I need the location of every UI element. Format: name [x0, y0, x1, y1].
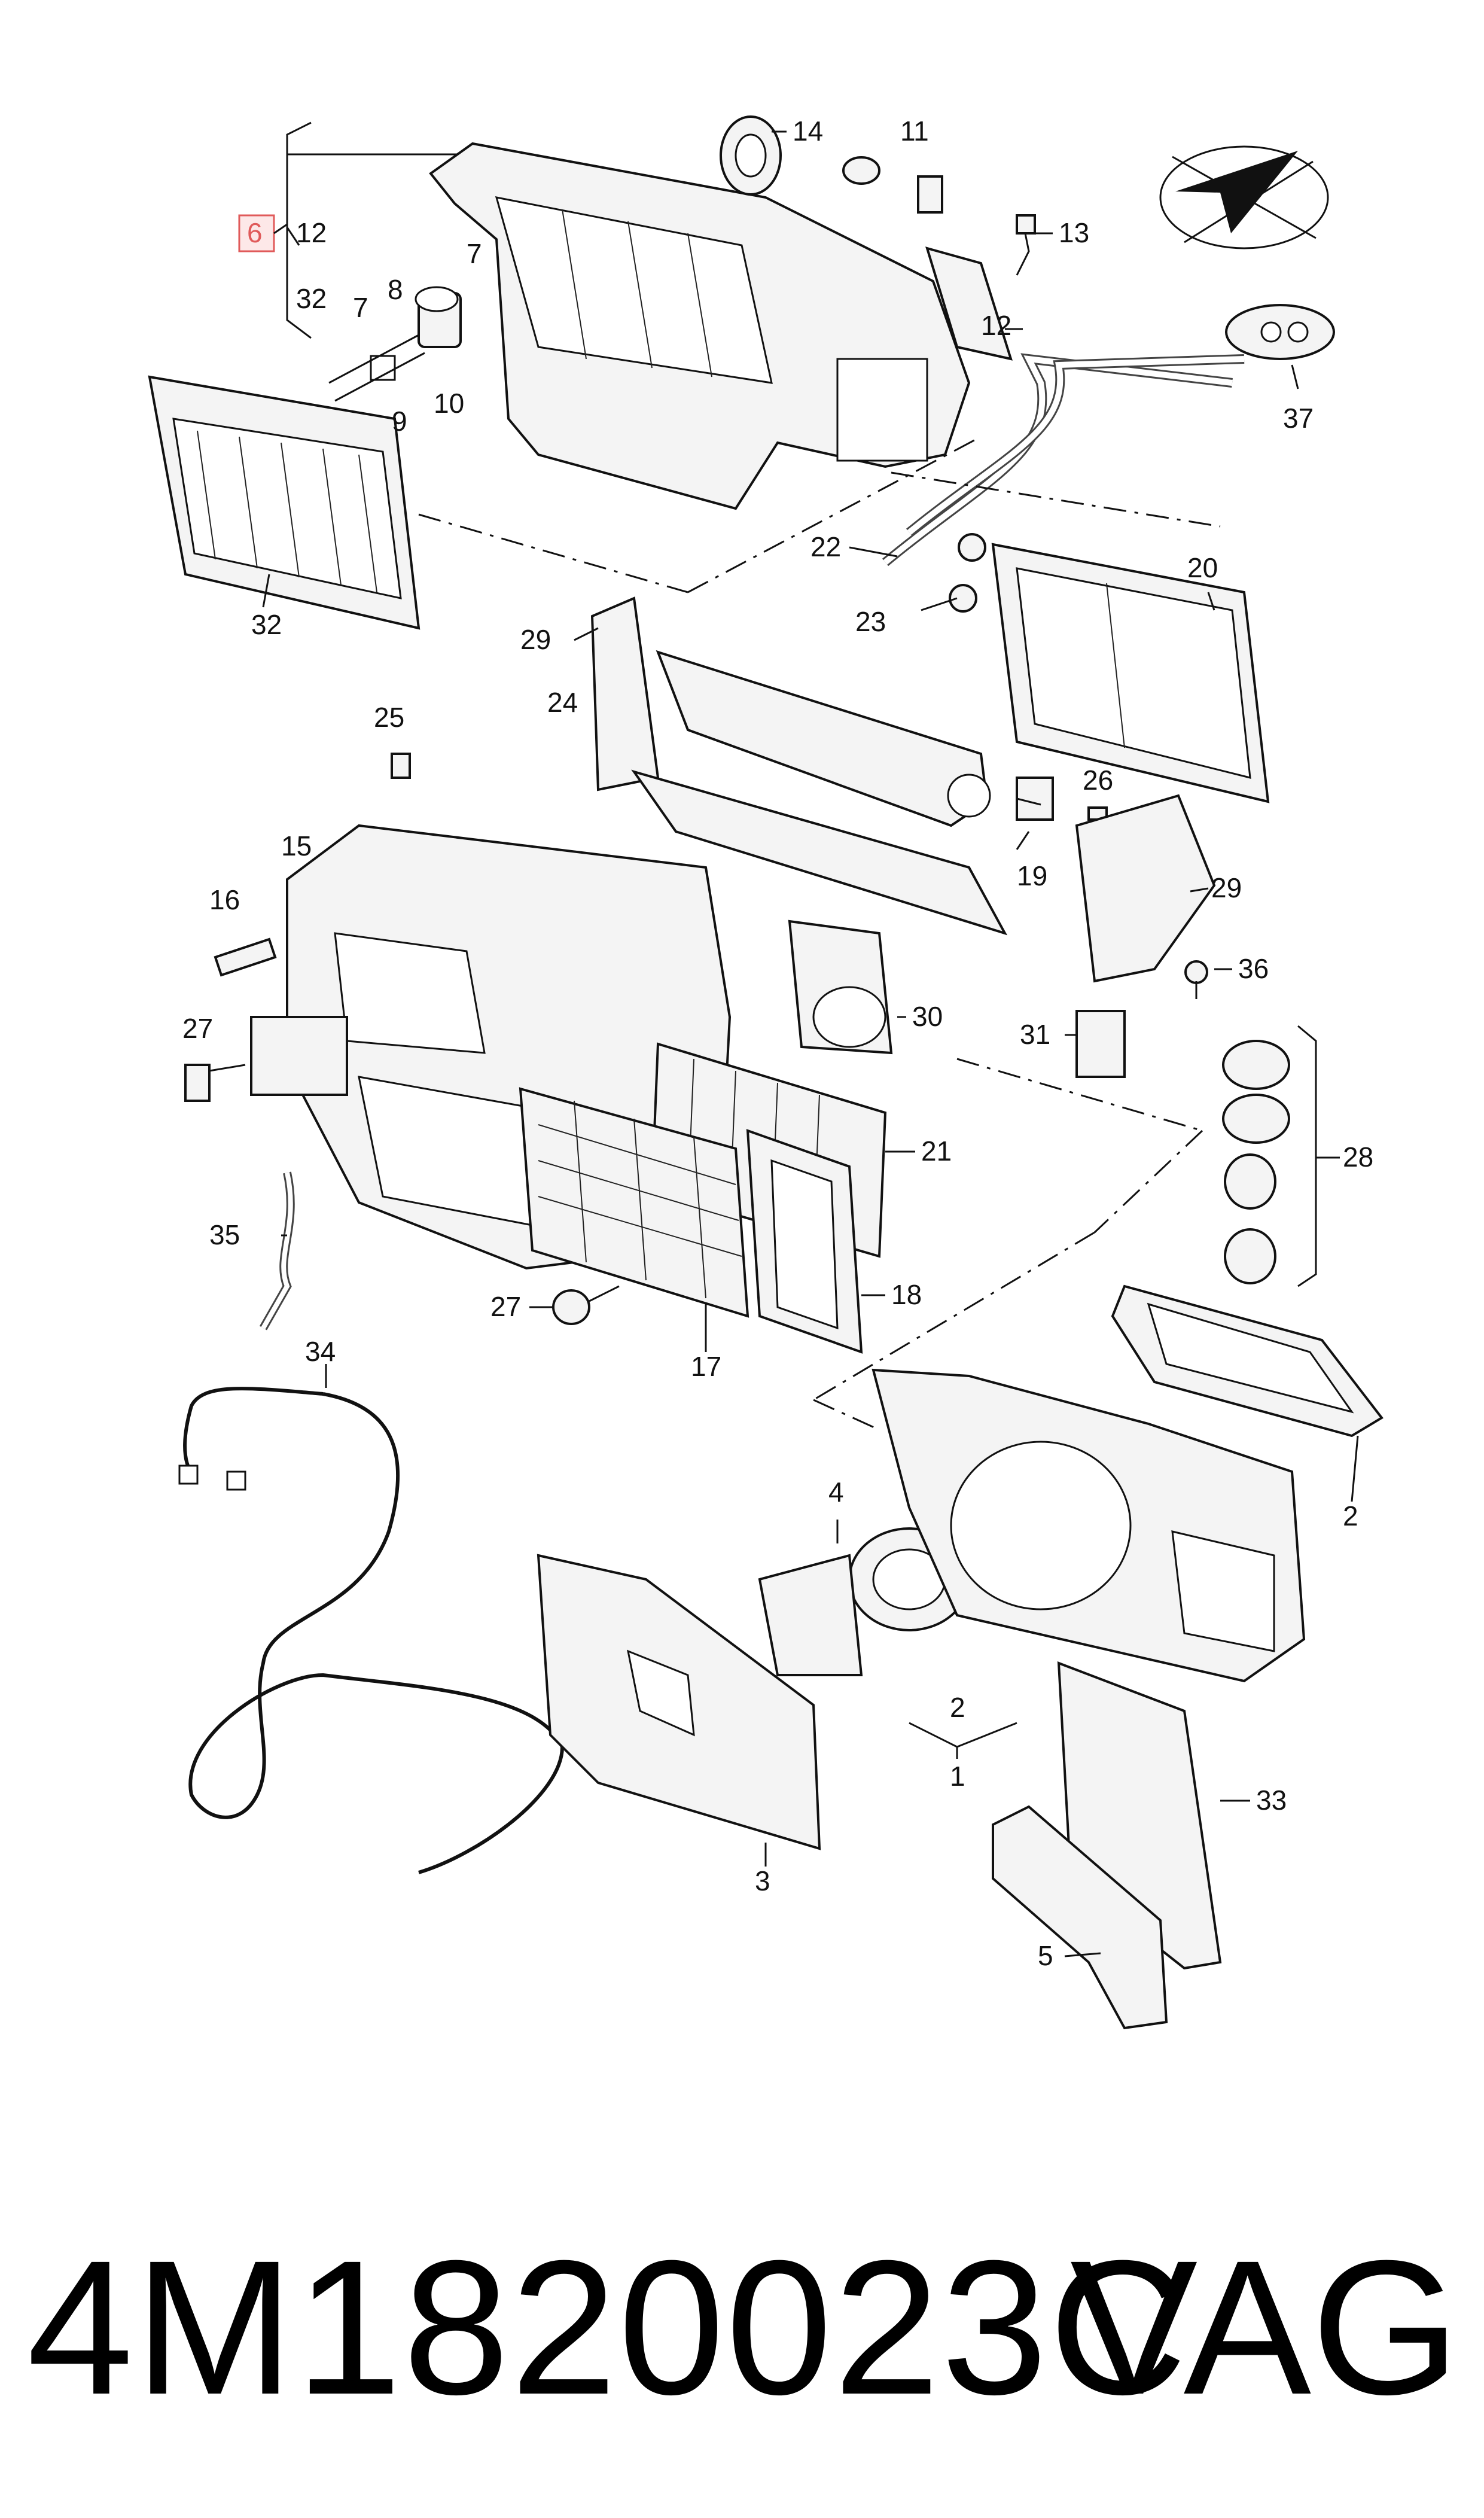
- callout-9: 9: [392, 406, 407, 437]
- callout-30: 30: [912, 1001, 943, 1032]
- callout-8: 8: [388, 274, 403, 305]
- callout-32-bracket: 32: [296, 283, 327, 314]
- hose-35: [259, 1171, 295, 1330]
- callout-14: 14: [793, 115, 823, 147]
- duct-5: [992, 1805, 1168, 2030]
- callout-23: 23: [855, 606, 886, 637]
- callout-16: 16: [209, 884, 240, 915]
- callout-27-left: 27: [182, 1013, 213, 1044]
- callout-34: 34: [305, 1336, 336, 1367]
- part-number: 4M1820023C: [27, 2220, 1189, 2434]
- callout-1: 1: [950, 1761, 965, 1792]
- callout-12-bracket: 12: [296, 217, 327, 248]
- callout-2-right: 2: [1343, 1500, 1358, 1531]
- bracket-6: [238, 121, 473, 339]
- sensor-27: [184, 1064, 246, 1102]
- gears-28: [1222, 1025, 1317, 1287]
- callout-18: 18: [891, 1279, 922, 1310]
- callout-labels: 6 12 32 7 8 7 9 10 32 14 11 13 12 37 22 …: [182, 115, 1373, 1971]
- callout-6: 6: [247, 217, 263, 248]
- brand-name: VAG: [1069, 2220, 1460, 2434]
- callout-15: 15: [281, 830, 312, 861]
- callout-36: 36: [1238, 953, 1269, 984]
- callout-28: 28: [1343, 1141, 1373, 1173]
- clips-23: [949, 533, 986, 613]
- screw-36: [1184, 960, 1208, 999]
- heater-17: [519, 1087, 749, 1318]
- callout-2-bottom: 2: [950, 1692, 965, 1723]
- part-30: [788, 919, 893, 1055]
- callout-10: 10: [434, 388, 464, 419]
- flap-assembly: [590, 596, 1108, 936]
- duct-panel-3: [537, 1554, 821, 1850]
- parts-diagram: 6 12 32 7 8 7 9 10 32 14 11 13 12 37 22 …: [148, 115, 1384, 2030]
- callout-37: 37: [1283, 403, 1314, 434]
- heater-core-20: [991, 543, 1270, 803]
- sensor-11: [842, 156, 943, 214]
- callout-11: 11: [900, 115, 929, 147]
- label-leaders: [262, 130, 1359, 1957]
- dash-leaders: [418, 436, 1221, 1431]
- footer: 4M1820023C VAG: [0, 2213, 1484, 2441]
- callout-7-right: 7: [467, 238, 482, 269]
- heater-pipes: [882, 304, 1335, 567]
- frame-18: [746, 1129, 863, 1354]
- callout-21: 21: [921, 1135, 952, 1167]
- callout-33: 33: [1256, 1785, 1287, 1816]
- cover-12: [925, 246, 1013, 361]
- callout-20: 20: [1187, 552, 1218, 583]
- callout-17: 17: [691, 1351, 721, 1382]
- callout-7-left: 7: [353, 292, 368, 323]
- callout-32: 32: [251, 609, 282, 640]
- wiring-harness-34: [178, 1387, 565, 1874]
- motor-31: [1075, 1010, 1126, 1078]
- sensor-27-b: [552, 1285, 620, 1325]
- callout-3: 3: [755, 1865, 770, 1896]
- callout-29-right: 29: [1211, 872, 1242, 903]
- callout-24: 24: [547, 687, 578, 718]
- expansion-valve: [328, 286, 462, 402]
- callout-25: 25: [374, 702, 404, 733]
- callout-12: 12: [981, 310, 1011, 341]
- callout-5: 5: [1038, 1940, 1053, 1971]
- callout-13: 13: [1059, 217, 1089, 248]
- callout-27-right: 27: [490, 1291, 521, 1322]
- callout-29-left: 29: [520, 624, 551, 655]
- callout-31: 31: [1020, 1019, 1050, 1050]
- callout-35: 35: [209, 1219, 240, 1250]
- blower-housing-2: [871, 1368, 1306, 1683]
- callout-22: 22: [810, 531, 841, 562]
- callout-4: 4: [828, 1476, 844, 1508]
- evaporator-housing-top: [429, 142, 971, 510]
- bracket-29-right: [1075, 794, 1216, 983]
- sensor-13: [1016, 214, 1036, 276]
- seal-14: [720, 115, 782, 196]
- bracket-16: [214, 937, 277, 977]
- heat-exchanger: [148, 375, 420, 630]
- clip-25: [391, 753, 411, 779]
- callout-26: 26: [1083, 765, 1113, 796]
- gasket-2: [1111, 1284, 1384, 1438]
- callout-19: 19: [1017, 860, 1047, 891]
- direction-symbol: [1159, 145, 1329, 249]
